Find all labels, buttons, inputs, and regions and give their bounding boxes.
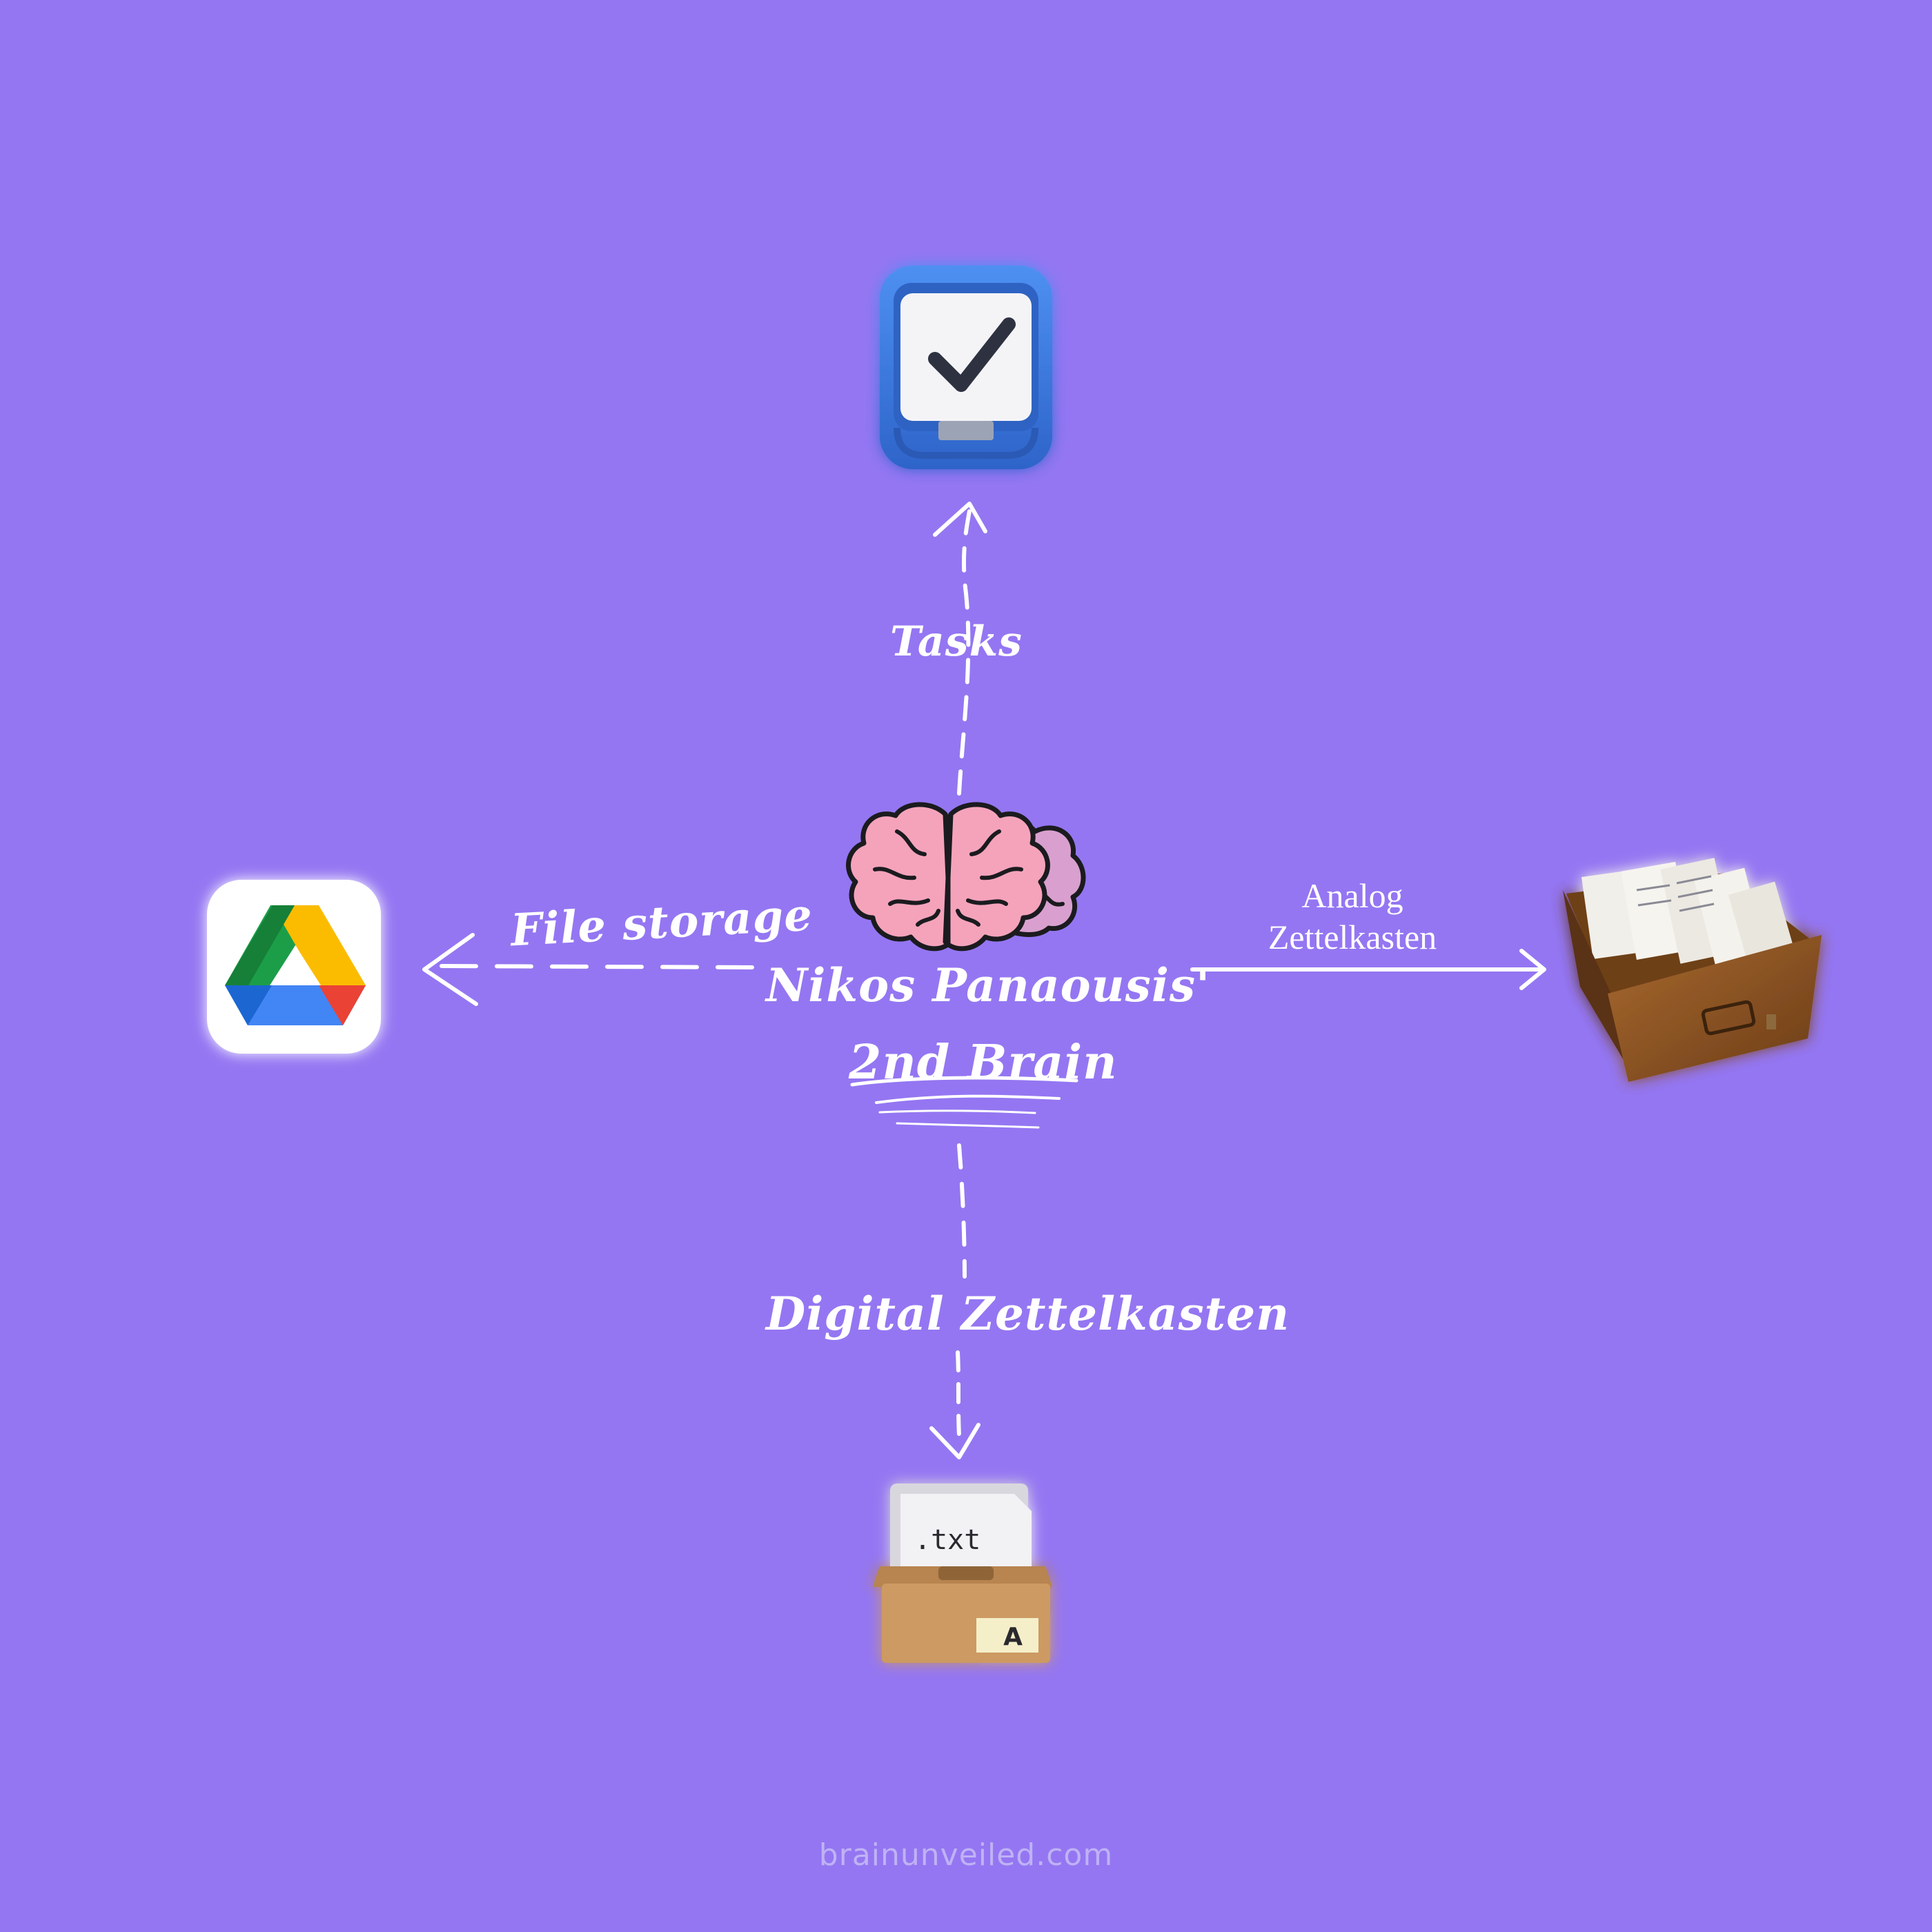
analog-label-line2: Zettelkasten [1268, 918, 1437, 956]
center-title: Nikos Panaousis' [766, 958, 1211, 1012]
tasks-label: Tasks [890, 618, 1023, 666]
title-underline [850, 1076, 1078, 1129]
analog-arrowhead [1519, 949, 1546, 990]
digital-zettelkasten-label: Digital Zettelkasten [766, 1287, 1290, 1341]
digital-arrowhead [929, 1423, 980, 1459]
file-extension-text: .txt [914, 1524, 980, 1556]
google-drive-icon[interactable] [207, 880, 381, 1054]
archive-box-icon[interactable]: .txt A [873, 1483, 1052, 1663]
card-file-drawer-icon[interactable] [1563, 858, 1822, 1082]
tasks-connector [957, 509, 972, 796]
footer-url[interactable]: brainunveiled.com [818, 1837, 1114, 1873]
center-subtitle: 2nd Brain [849, 1035, 1118, 1090]
digital-connector-upper [957, 1143, 967, 1279]
things-checkbox-icon[interactable] [880, 266, 1052, 469]
digital-connector-lower [956, 1350, 961, 1437]
brain-icon [846, 802, 1050, 952]
tasks-arrowhead [933, 502, 987, 537]
analog-zettelkasten-label: Analog Zettelkasten [1221, 875, 1483, 958]
file-storage-arrowhead [422, 933, 478, 1006]
file-storage-connector [440, 964, 754, 969]
analog-label-line1: Analog [1301, 876, 1403, 915]
archive-tab-text: A [1003, 1623, 1023, 1651]
